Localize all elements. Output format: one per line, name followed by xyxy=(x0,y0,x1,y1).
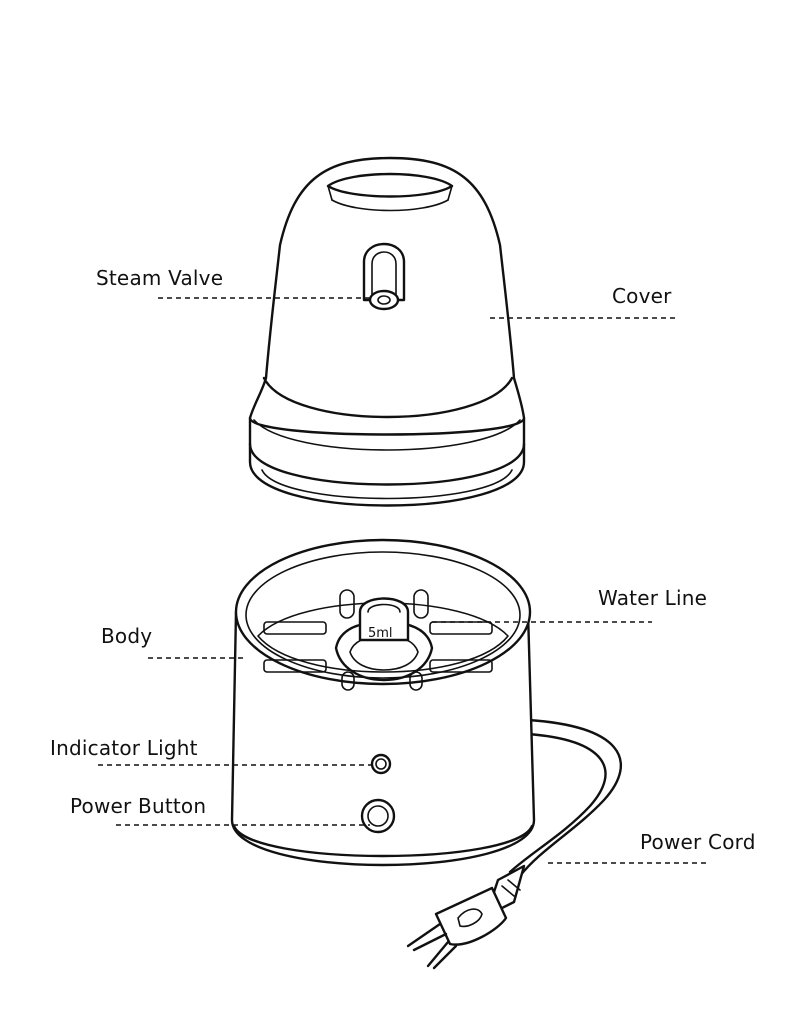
label-cover: Cover xyxy=(612,284,672,308)
label-body: Body xyxy=(101,624,153,648)
label-indicator-light: Indicator Light xyxy=(50,736,198,760)
label-power-button: Power Button xyxy=(70,794,207,818)
label-power-cord: Power Cord xyxy=(640,830,756,854)
water-line-mark: 5ml xyxy=(368,626,393,641)
power-cord-part xyxy=(406,718,622,970)
body-part xyxy=(230,538,536,867)
steam-valve-part xyxy=(362,242,406,311)
label-steam-valve: Steam Valve xyxy=(96,266,224,290)
leader-lines xyxy=(98,297,706,864)
label-water-line: Water Line xyxy=(598,586,708,610)
cover-part xyxy=(248,156,526,507)
indicator-light-part xyxy=(370,753,392,775)
power-button-part xyxy=(360,798,396,834)
